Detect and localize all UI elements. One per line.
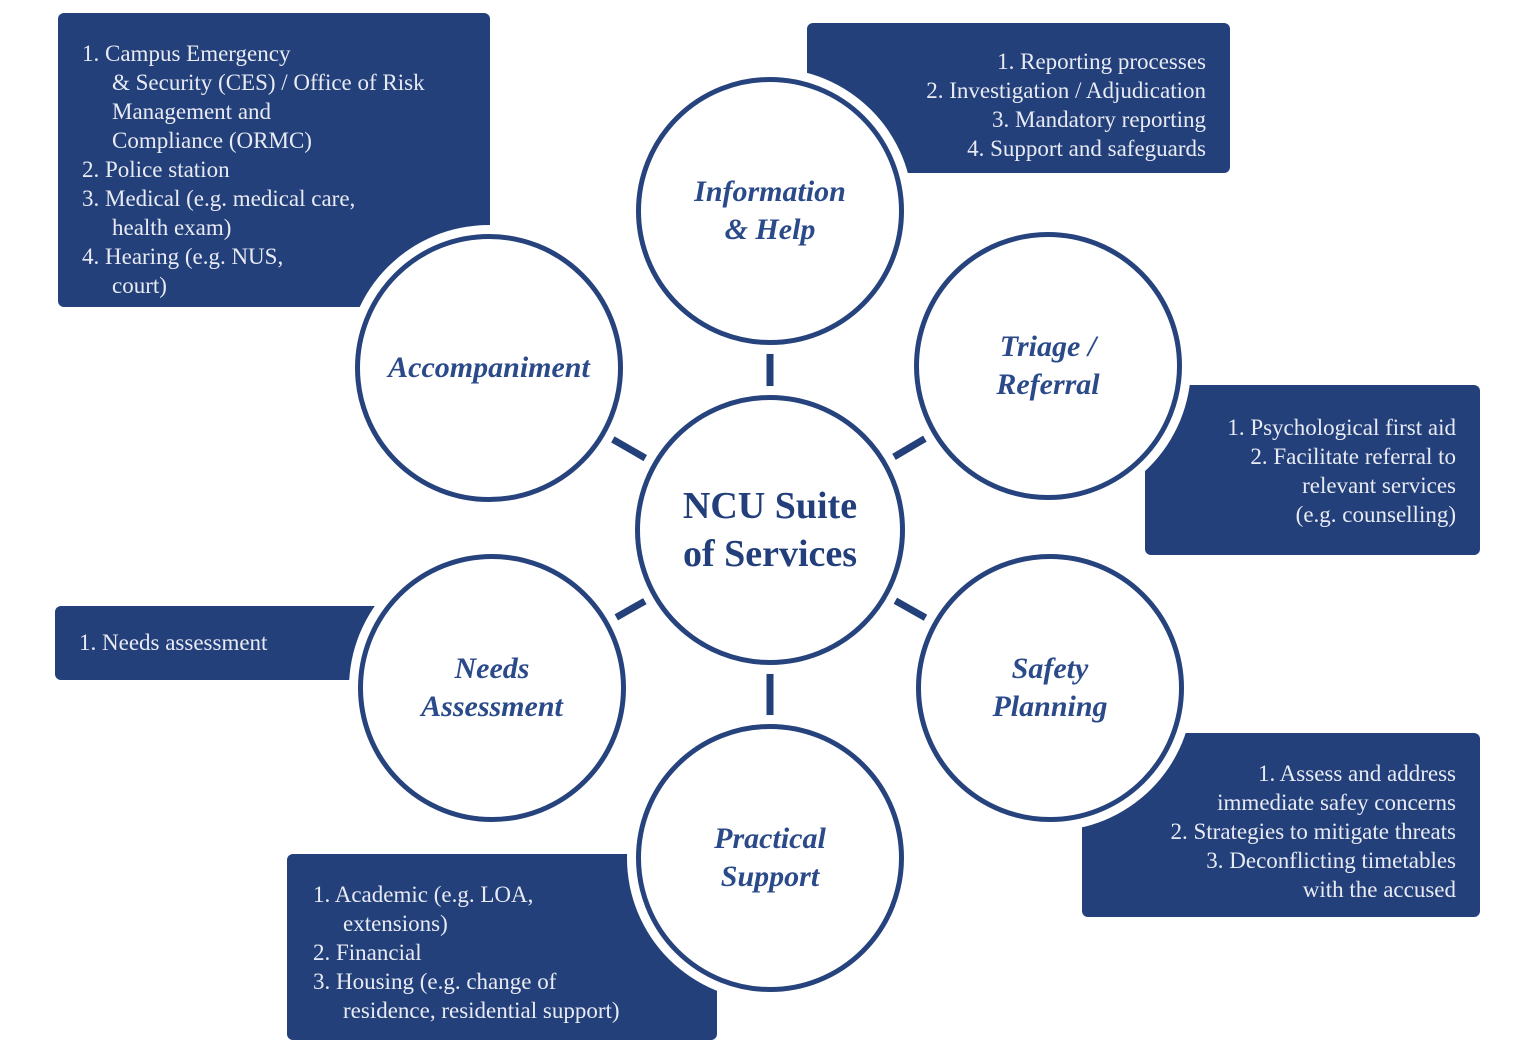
list-item: 3. Deconflicting timetables with the acc… <box>1206 848 1456 902</box>
label-line: Triage / <box>999 330 1097 363</box>
triage-referral-detail-box: 1. Psychological first aid 2. Facilitate… <box>1145 385 1480 555</box>
list-item: 1. Reporting processes <box>997 49 1206 74</box>
list-item: 2. Investigation / Adjudication <box>926 78 1206 103</box>
circle-accompaniment: Accompaniment <box>355 234 623 502</box>
list-item: 1. Psychological first aid <box>1227 415 1456 440</box>
label-line: Support <box>720 860 820 893</box>
list-item: 1. Needs assessment <box>79 630 268 655</box>
label-line: Information <box>694 175 846 208</box>
information-help-detail-box: 1. Reporting processes 2. Investigation … <box>807 23 1230 173</box>
list-item: 1. Assess and address immediate safey co… <box>1217 761 1456 815</box>
list-item: 4. Hearing (e.g. NUS, court) <box>82 244 284 298</box>
label-line: Accompaniment <box>388 351 590 384</box>
circle-safety-planning-label: Safety Planning <box>992 650 1107 726</box>
label-line: & Help <box>724 213 816 246</box>
label-line: Referral <box>996 368 1100 401</box>
circle-needs-assessment: Needs Assessment <box>358 554 626 822</box>
list-item: 2. Facilitate referral to relevant servi… <box>1250 444 1456 527</box>
label-line: Needs <box>454 652 530 685</box>
label-line: of Services <box>682 533 858 575</box>
accompaniment-detail-box: 1. Campus Emergency & Security (CES) / O… <box>58 13 490 307</box>
circle-needs-assessment-label: Needs Assessment <box>421 650 563 726</box>
label-line: Practical <box>714 822 826 855</box>
list-item: 4. Support and safeguards <box>967 136 1206 161</box>
circle-information-help-label: Information & Help <box>694 173 846 249</box>
label-line: NCU Suite <box>682 485 858 527</box>
circle-safety-planning: Safety Planning <box>916 554 1184 822</box>
list-item: 3. Medical (e.g. medical care, health ex… <box>82 186 356 240</box>
label-line: Planning <box>992 690 1108 723</box>
circle-ncu-suite-of-services: NCU Suite of Services <box>635 395 905 665</box>
list-item: 3. Mandatory reporting <box>992 107 1206 132</box>
circle-practical-support: Practical Support <box>636 724 904 992</box>
circle-information-help: Information & Help <box>636 77 904 345</box>
list-item: 3. Housing (e.g. change of residence, re… <box>313 969 620 1023</box>
list-item: 2. Strategies to mitigate threats <box>1170 819 1456 844</box>
circle-triage-referral-label: Triage / Referral <box>996 328 1099 404</box>
needs-assessment-detail-box: 1. Needs assessment <box>55 606 385 680</box>
label-line: Safety <box>1011 652 1089 685</box>
circle-triage-referral: Triage / Referral <box>914 232 1182 500</box>
circle-practical-support-label: Practical Support <box>714 820 826 896</box>
circle-accompaniment-label: Accompaniment <box>388 349 590 387</box>
list-item: 1. Campus Emergency & Security (CES) / O… <box>82 41 425 153</box>
center-circle-label: NCU Suite of Services <box>683 482 857 578</box>
list-item: 2. Police station <box>82 157 230 182</box>
label-line: Assessment <box>421 690 563 723</box>
list-item: 1. Academic (e.g. LOA, extensions) <box>313 882 534 936</box>
list-item: 2. Financial <box>313 940 422 965</box>
